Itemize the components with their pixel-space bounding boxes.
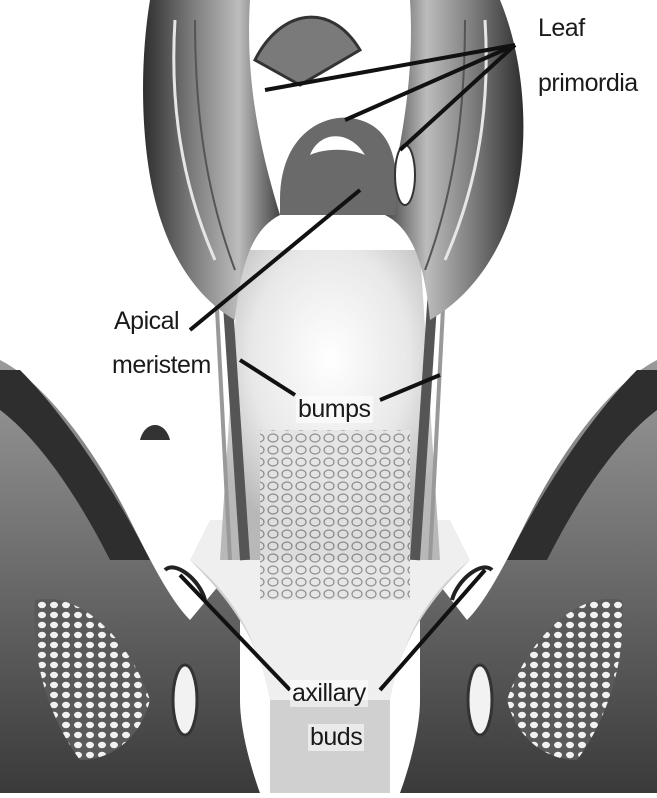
label-axillary-buds-line2: buds [308,724,364,751]
label-axillary-buds-line1: axillary [290,680,368,707]
label-leaf-primordia-line1: Leaf [536,15,587,42]
label-apical-meristem-line2: meristem [110,352,213,379]
label-apical-meristem-line1: Apical [112,308,181,335]
stem-core [215,250,445,600]
label-leaf-primordia-line2: primordia [536,70,640,97]
label-bumps: bumps [296,396,373,423]
